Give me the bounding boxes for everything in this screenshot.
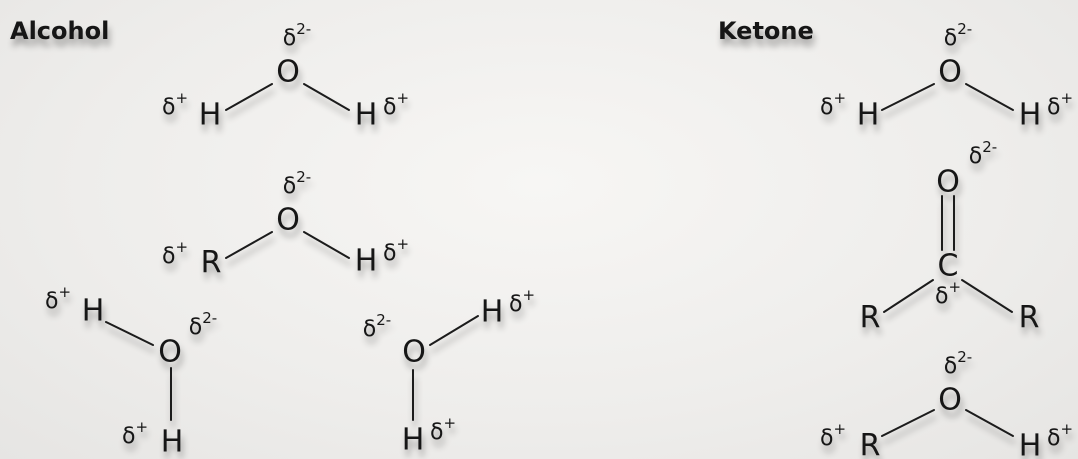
ketone-carbonyl-molecule: O δ2- C δ+ R R [860,138,1040,336]
carbon-atom: C [938,249,959,284]
oxygen-partial-charge: δ2- [944,348,972,379]
hydrogen-partial-charge: δ+ [1047,420,1073,451]
oxygen-atom: O [938,383,962,418]
oxygen-partial-charge: δ2- [969,138,997,169]
bond-r-o [225,231,273,259]
hydrogen-partial-charge: δ+ [383,89,409,120]
hydrogen-partial-charge: δ+ [430,414,456,445]
hydrogen-partial-charge: δ+ [45,283,71,314]
oxygen-atom: O [938,55,962,90]
oxygen-atom: O [402,335,426,370]
r-group-atom: R [860,301,881,336]
hydrogen-atom: H [1019,98,1042,133]
bond-h-o [225,83,273,111]
hydrogen-atom: H [857,98,880,133]
ketone-water-molecule: δ2- O δ+ H H δ+ [820,20,1073,133]
oxygen-partial-charge: δ2- [283,20,311,51]
carbon-partial-charge: δ+ [935,278,961,309]
hydrogen-atom: H [199,98,222,133]
hydrogen-atom: H [161,425,184,459]
bond-o-h [965,409,1014,437]
oxygen-atom: O [158,335,182,370]
hydrogen-partial-charge: δ+ [162,89,188,120]
r-group-partial-charge: δ+ [162,238,188,269]
ketone-r-o-h-molecule: δ2- O δ+ R H δ+ [820,348,1073,459]
alcohol-water-molecule: δ2- O δ+ H H δ+ [162,20,409,133]
bond-o-h [303,83,350,111]
hydrogen-partial-charge: δ+ [509,286,535,317]
hydrogen-partial-charge: δ+ [383,235,409,266]
alcohol-r-o-h-molecule: δ2- O δ+ R H δ+ [162,168,409,281]
hydrogen-partial-charge: δ+ [122,418,148,449]
bond-h-o [881,83,935,111]
ketone-heading: Ketone [718,17,814,45]
alcohol-water-molecule-right: δ2- O H δ+ H δ+ [363,286,535,458]
bond-o-h [303,231,350,259]
oxygen-atom: O [276,55,300,90]
bond-c-r [961,279,1013,313]
oxygen-atom: O [936,165,960,200]
bond-o-h [965,83,1014,111]
r-group-partial-charge: δ+ [820,420,846,451]
alcohol-water-molecule-left: δ+ H O δ2- δ+ H [45,283,217,459]
hydrogen-atom: H [355,98,378,133]
oxygen-partial-charge: δ2- [363,311,391,342]
r-group-atom: R [201,246,222,281]
alcohol-heading: Alcohol [10,17,109,45]
hydrogen-partial-charge: δ+ [1047,89,1073,120]
r-group-atom: R [860,429,881,459]
oxygen-partial-charge: δ2- [944,20,972,51]
hydrogen-partial-charge: δ+ [820,89,846,120]
oxygen-partial-charge: δ2- [283,168,311,199]
oxygen-atom: O [276,203,300,238]
hydrogen-atom: H [1019,429,1042,459]
hydrogen-atom: H [82,294,105,329]
oxygen-partial-charge: δ2- [189,309,217,340]
hydrogen-atom: H [402,423,425,458]
hydrogen-atom: H [481,295,504,330]
bond-o-h [429,315,479,346]
bond-h-o [105,321,154,346]
hydrogen-atom: H [355,244,378,279]
bond-r-c [883,279,934,313]
r-group-atom: R [1019,301,1040,336]
bond-r-o [881,409,935,437]
